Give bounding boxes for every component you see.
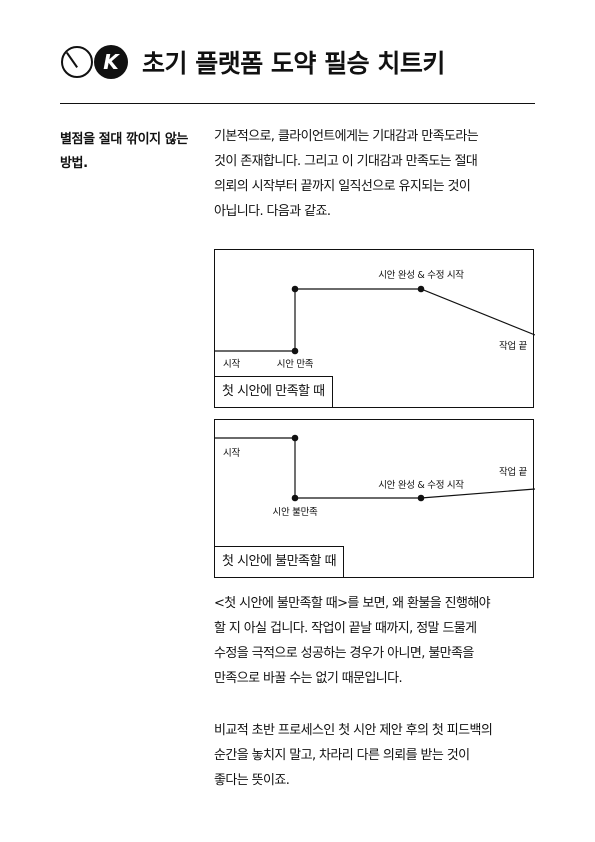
text-line: 아닙니다. 다음과 같죠. [214, 204, 331, 219]
header: K 초기 플랫폼 도약 필승 치트키 [60, 40, 445, 84]
text-line: 수정을 극적으로 성공하는 경우가 아니면, 불만족을 [214, 646, 474, 661]
label-revision: 시안 완성 & 수정 시작 [378, 480, 464, 491]
closing-paragraph: 비교적 초반 프로세스인 첫 시안 제안 후의 첫 피드백의 순간을 놓치지 말… [214, 718, 539, 793]
label-revision: 시안 완성 & 수정 시작 [378, 270, 464, 281]
logo-letter: K [94, 45, 128, 79]
header-divider [60, 103, 535, 104]
text-line: 할 지 아실 겁니다. 작업이 끝날 때까지, 정말 드물게 [214, 621, 477, 636]
milestone-dot [291, 434, 299, 442]
brand-logo: K [60, 42, 132, 82]
text-line: 좋다는 뜻이죠. [214, 773, 290, 788]
page-title: 초기 플랫폼 도약 필승 치트키 [142, 49, 445, 78]
milestone-dot [417, 285, 425, 293]
diagram-caption: 첫 시안에 불만족할 때 [215, 546, 345, 577]
milestone-dot [291, 347, 299, 355]
intro-paragraph: 기본적으로, 클라이언트에게는 기대감과 만족도라는 것이 존재합니다. 그리고… [214, 124, 539, 224]
label-draft: 시안 불만족 [273, 507, 318, 518]
milestone-dot [291, 285, 299, 293]
satisfaction-line [215, 288, 535, 352]
text-line: 것이 존재합니다. 그리고 이 기대감과 만족도는 절대 [214, 154, 478, 169]
side-heading-line: 방법. [60, 156, 88, 171]
text-line: 비교적 초반 프로세스인 첫 시안 제안 후의 첫 피드백의 [214, 723, 493, 738]
milestone-dot [291, 494, 299, 502]
diagram-caption: 첫 시안에 만족할 때 [215, 376, 333, 407]
label-start: 시작 [223, 448, 240, 459]
satisfaction-line [215, 437, 535, 499]
milestone-dot [417, 494, 425, 502]
label-draft: 시안 만족 [277, 359, 314, 370]
text-line: 의뢰의 시작부터 끝까지 일직선으로 유지되는 것이 [214, 179, 471, 194]
text-line: <첫 시안에 불만족할 때>를 보면, 왜 환불을 진행해야 [214, 596, 491, 611]
label-end: 작업 끝 [499, 466, 528, 478]
label-end: 작업 끝 [499, 340, 528, 352]
side-heading-line: 별점을 절대 깎이지 않는 [60, 132, 188, 147]
analysis-paragraph: <첫 시안에 불만족할 때>를 보면, 왜 환불을 진행해야 할 지 아실 겁니… [214, 591, 539, 691]
text-line: 기본적으로, 클라이언트에게는 기대감과 만족도라는 [214, 129, 479, 144]
logo-ring-icon [61, 46, 93, 78]
label-start: 시작 [223, 359, 240, 370]
satisfaction-diagram-dissatisfied: 시작 시안 불만족 시안 완성 & 수정 시작 작업 끝 첫 시안에 불만족할 … [214, 419, 535, 578]
text-line: 만족으로 바꿀 수는 없기 때문입니다. [214, 671, 403, 686]
side-heading: 별점을 절대 깎이지 않는 방법. [60, 128, 210, 176]
text-line: 순간을 놓치지 말고, 차라리 다른 의뢰를 받는 것이 [214, 748, 470, 763]
satisfaction-diagram-satisfied: 시작 시안 만족 시안 완성 & 수정 시작 작업 끝 첫 시안에 만족할 때 [214, 249, 535, 408]
